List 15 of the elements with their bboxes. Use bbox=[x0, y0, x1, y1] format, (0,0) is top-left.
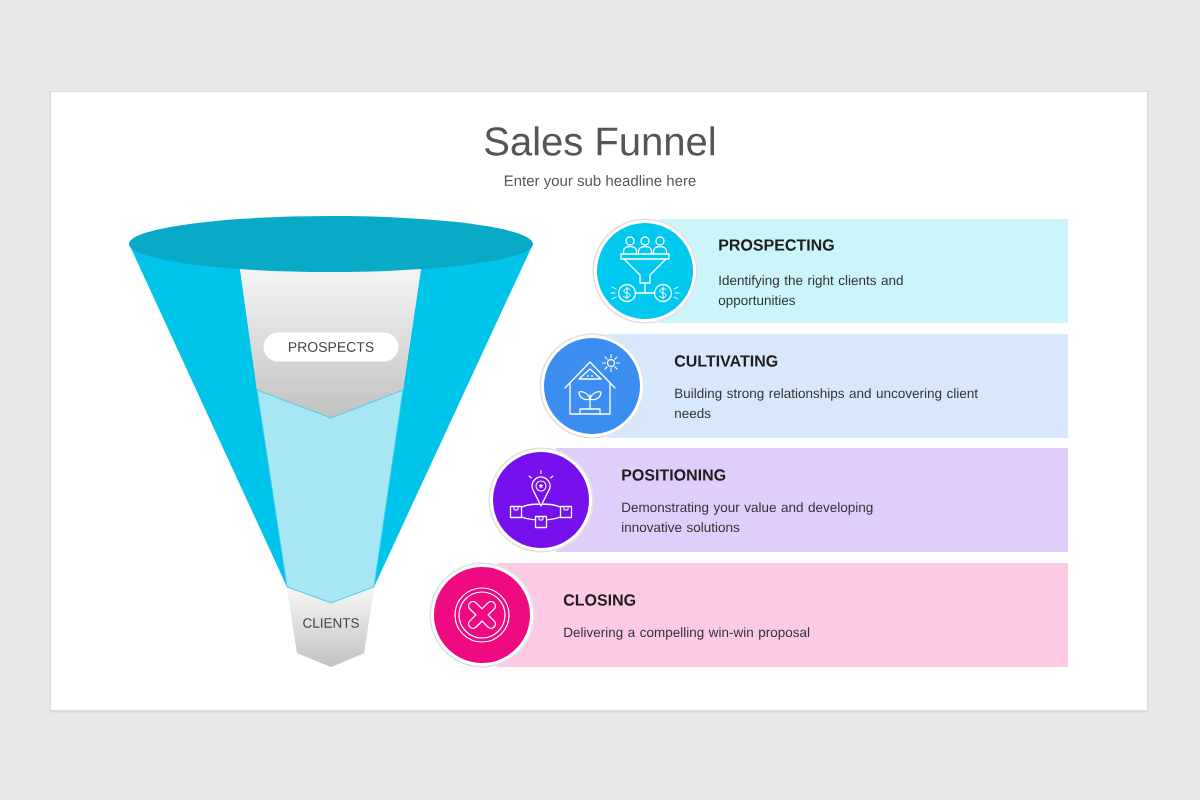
step-title: CLOSING bbox=[563, 594, 636, 606]
step-description: Building strong relationships and uncovering client needs bbox=[675, 388, 978, 419]
step-description: Identifying the right clients and opportunities bbox=[718, 275, 903, 308]
step-band bbox=[497, 563, 1068, 667]
step-description: Demonstrating your value and developing innovative solutions bbox=[622, 502, 873, 533]
step-band bbox=[556, 448, 1068, 552]
subtitle: Enter your sub headline here bbox=[504, 175, 696, 189]
step-band bbox=[660, 219, 1068, 323]
step-title: PROSPECTING bbox=[719, 239, 834, 251]
step-band bbox=[607, 334, 1068, 438]
step-description: Delivering a compelling win-win proposal bbox=[564, 627, 810, 640]
title: Sales Funnel bbox=[485, 126, 714, 156]
pill-label: PROSPECTS bbox=[263, 332, 399, 362]
step-title: CULTIVATING bbox=[674, 355, 778, 367]
step-title: POSITIONING bbox=[622, 469, 726, 481]
